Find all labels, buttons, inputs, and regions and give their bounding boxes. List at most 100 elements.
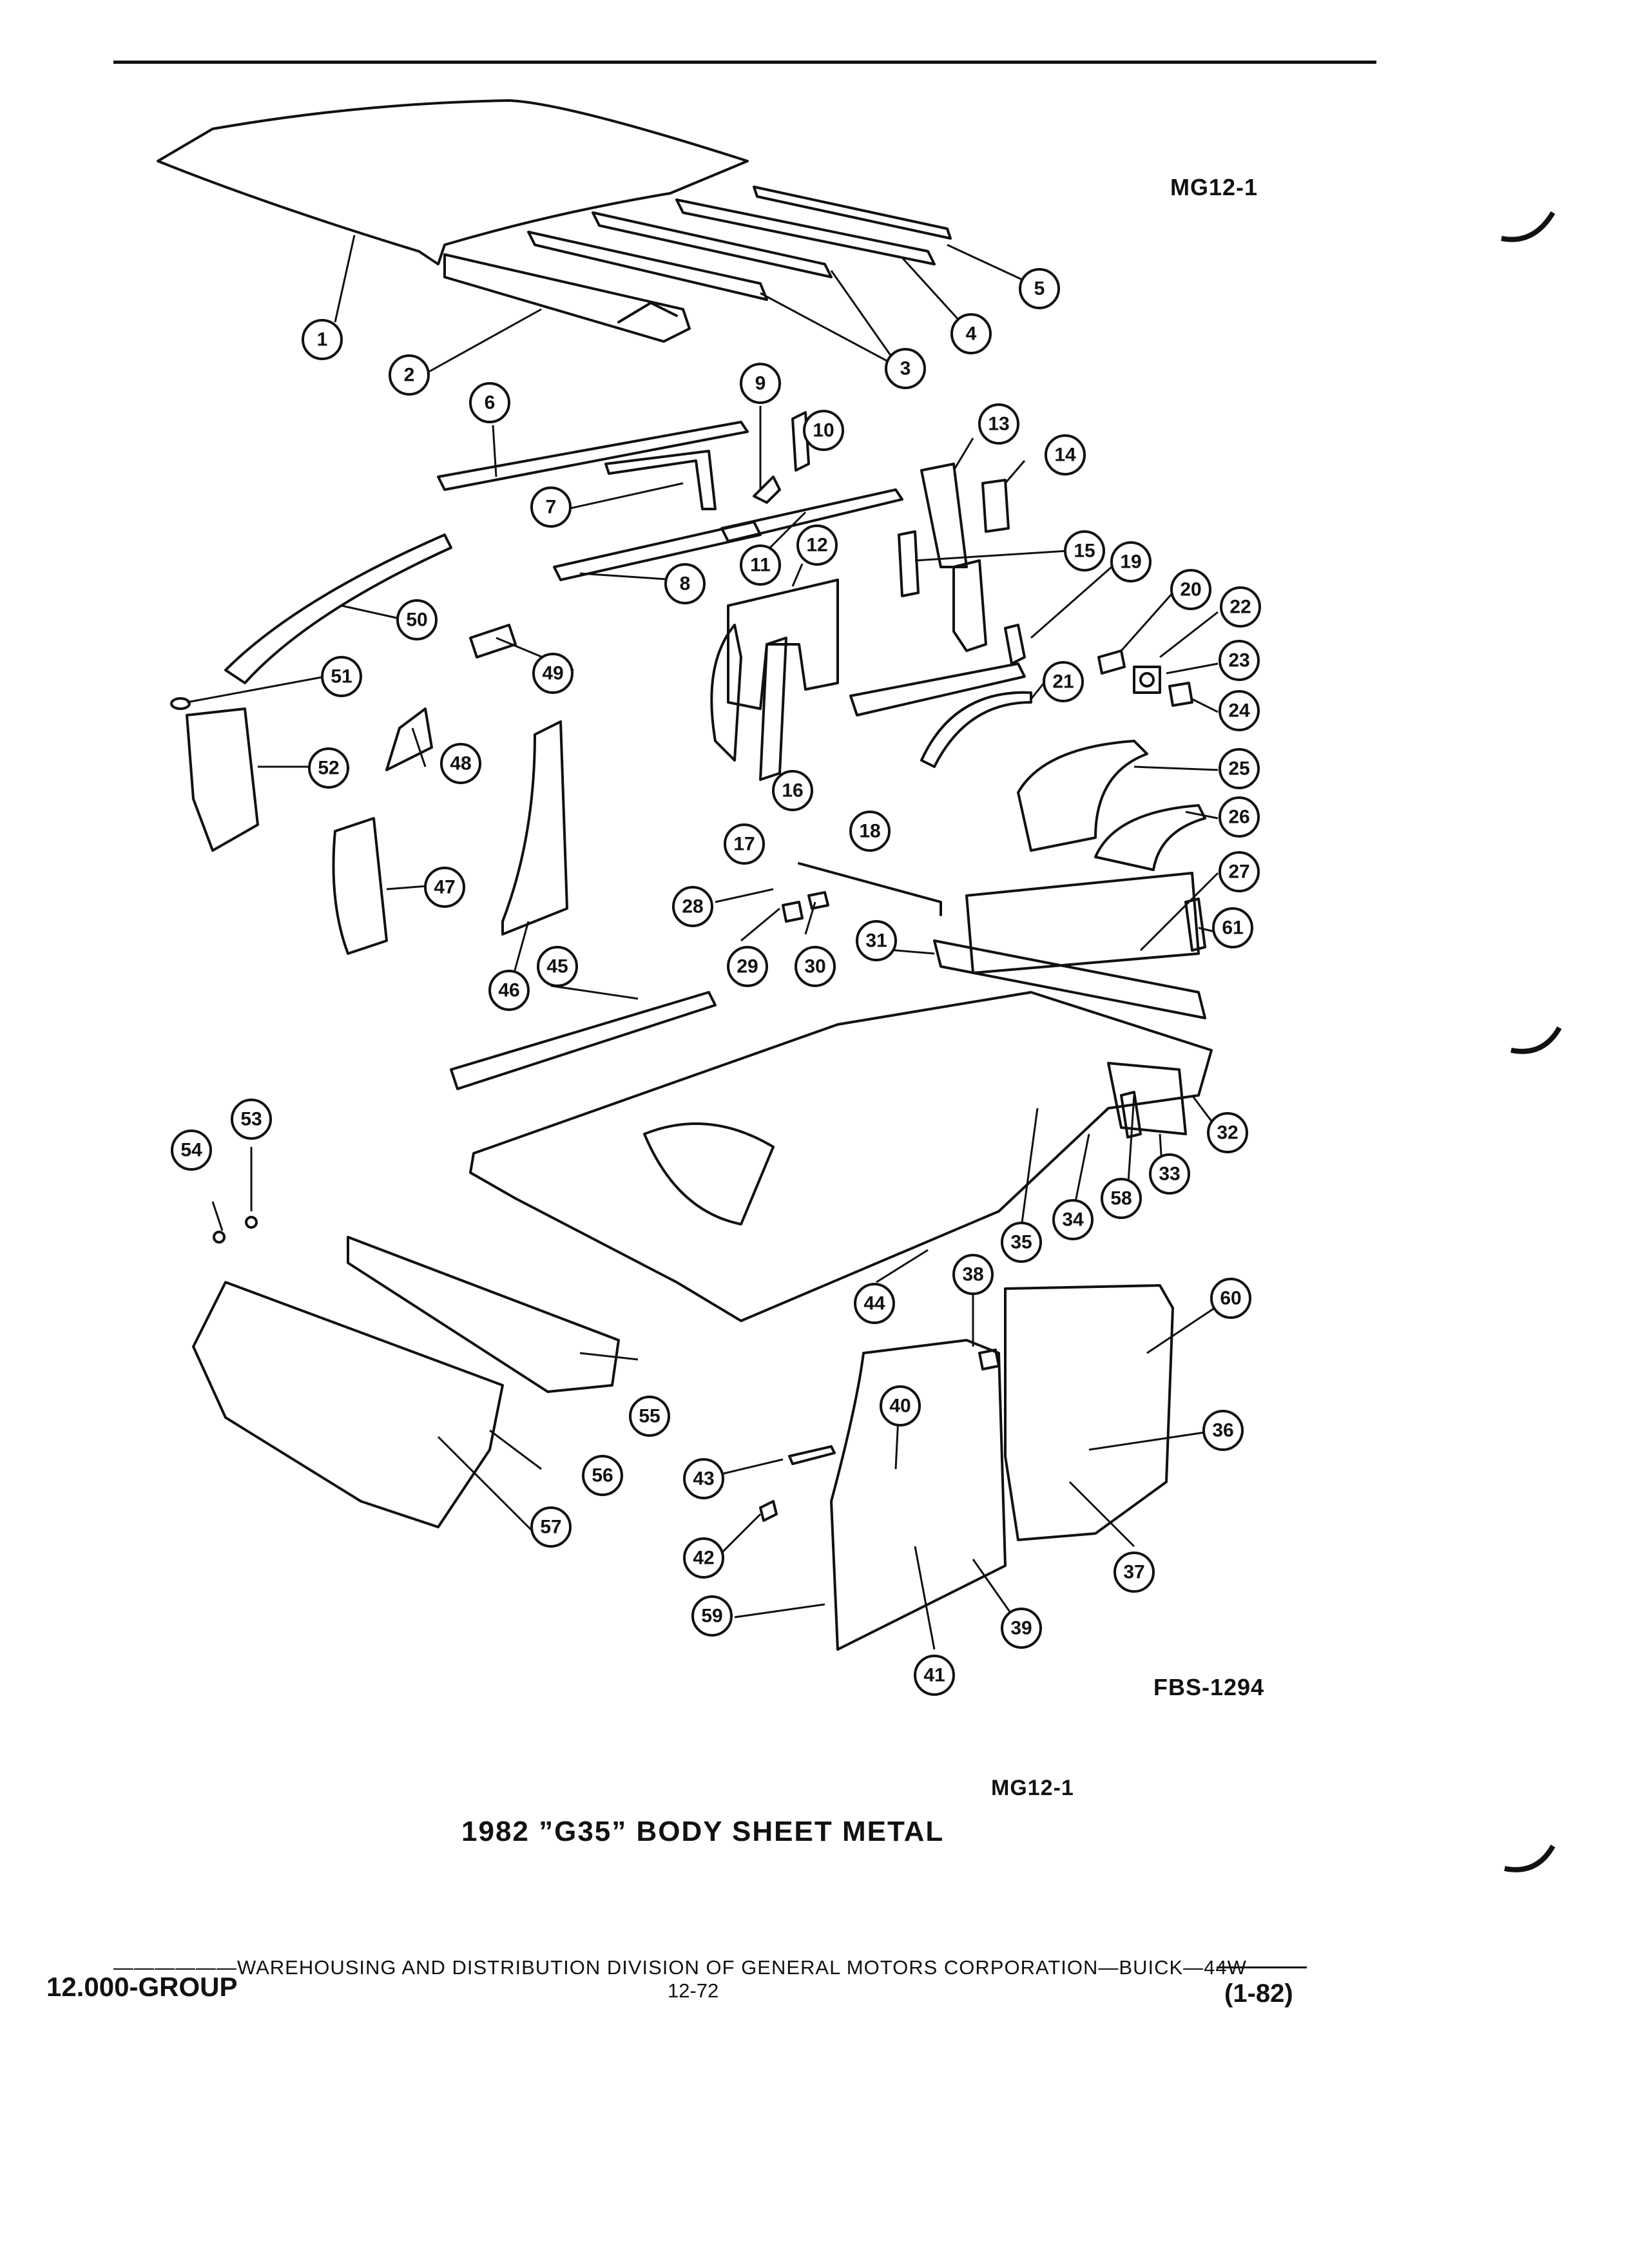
part-37-rear-door bbox=[1004, 1284, 1174, 1541]
part-roof-panel bbox=[157, 99, 749, 265]
callout-48: 48 bbox=[450, 753, 471, 774]
callout-34: 34 bbox=[1062, 1209, 1084, 1231]
part-28 bbox=[798, 862, 942, 916]
page-title: 1982 ”G35” BODY SHEET METAL bbox=[461, 1816, 945, 1847]
callout-31: 31 bbox=[865, 930, 887, 952]
footer-page-number: 12-72 bbox=[668, 1979, 719, 2002]
callout-17: 17 bbox=[733, 834, 755, 855]
callout-2: 2 bbox=[404, 365, 415, 386]
part-53 bbox=[245, 1216, 258, 1229]
part-8 bbox=[553, 521, 762, 581]
callout-5: 5 bbox=[1034, 278, 1045, 300]
part-48 bbox=[385, 707, 433, 771]
callout-40: 40 bbox=[889, 1396, 911, 1417]
footer-date-rule bbox=[1217, 1966, 1307, 1968]
part-55 bbox=[347, 1236, 620, 1393]
part-25 bbox=[1017, 740, 1148, 852]
part-43 bbox=[788, 1445, 836, 1465]
footer-division-text: WAREHOUSING AND DISTRIBUTION DIVISION OF… bbox=[237, 1956, 1247, 1979]
part-31 bbox=[933, 939, 1206, 1019]
callout-32: 32 bbox=[1217, 1122, 1238, 1144]
callout-23: 23 bbox=[1228, 650, 1249, 671]
part-38 bbox=[978, 1349, 1000, 1370]
part-29 bbox=[782, 901, 804, 923]
part-21 bbox=[920, 691, 1032, 768]
part-27 bbox=[965, 872, 1200, 974]
callout-50: 50 bbox=[406, 610, 427, 631]
callout-6: 6 bbox=[485, 392, 496, 414]
part-41-front-door bbox=[830, 1339, 1007, 1651]
callout-26: 26 bbox=[1228, 807, 1249, 828]
callout-8: 8 bbox=[680, 573, 691, 595]
callout-3: 3 bbox=[900, 358, 911, 380]
callout-46: 46 bbox=[498, 980, 519, 1001]
part-52 bbox=[186, 707, 259, 852]
callout-37: 37 bbox=[1123, 1562, 1144, 1583]
diagram-ref-bottom: MG12-1 bbox=[991, 1776, 1074, 1800]
callout-47: 47 bbox=[434, 877, 455, 898]
part-18 bbox=[849, 662, 1026, 716]
part-16 bbox=[710, 624, 742, 762]
part-49 bbox=[469, 624, 517, 658]
callout-29: 29 bbox=[737, 956, 758, 977]
callout-57: 57 bbox=[540, 1517, 561, 1538]
callout-38: 38 bbox=[962, 1264, 983, 1285]
part-side-rail-5 bbox=[753, 186, 952, 240]
binder-mark-3 bbox=[1504, 1844, 1556, 1872]
part-20 bbox=[1097, 649, 1126, 675]
callout-39: 39 bbox=[1010, 1618, 1032, 1639]
callout-28: 28 bbox=[682, 896, 703, 918]
callout-4: 4 bbox=[966, 323, 977, 345]
callout-51: 51 bbox=[331, 666, 352, 687]
callout-60: 60 bbox=[1220, 1288, 1241, 1309]
part-rail-6 bbox=[437, 421, 749, 491]
part-roof-rail-a bbox=[527, 231, 768, 301]
callout-10: 10 bbox=[813, 420, 834, 441]
callout-25: 25 bbox=[1228, 758, 1249, 780]
binder-mark-1 bbox=[1501, 211, 1556, 242]
callout-56: 56 bbox=[592, 1465, 613, 1486]
callout-7: 7 bbox=[546, 497, 557, 518]
part-roof-bow bbox=[443, 253, 691, 343]
part-24 bbox=[1168, 682, 1193, 707]
part-13 bbox=[920, 463, 968, 568]
part-7 bbox=[604, 450, 717, 510]
callout-21: 21 bbox=[1052, 671, 1074, 693]
callout-16: 16 bbox=[782, 780, 803, 802]
part-33 bbox=[1107, 1062, 1187, 1135]
part-floor-pan bbox=[469, 991, 1213, 1322]
part-14 bbox=[981, 479, 1010, 533]
part-26 bbox=[1094, 804, 1206, 871]
callout-15: 15 bbox=[1074, 541, 1095, 562]
callout-14: 14 bbox=[1054, 445, 1076, 466]
callout-12: 12 bbox=[806, 535, 827, 556]
callout-11: 11 bbox=[750, 555, 771, 576]
part-roof-rail-b bbox=[592, 211, 833, 278]
part-floor-tunnel bbox=[643, 1122, 775, 1225]
callout-13: 13 bbox=[988, 414, 1009, 435]
callout-55: 55 bbox=[639, 1406, 660, 1427]
part-58 bbox=[1120, 1091, 1142, 1139]
top-rule bbox=[113, 61, 1376, 64]
part-11 bbox=[720, 488, 903, 543]
callout-41: 41 bbox=[923, 1665, 945, 1686]
part-54 bbox=[213, 1231, 226, 1244]
part-42 bbox=[759, 1500, 778, 1522]
callout-58: 58 bbox=[1110, 1188, 1132, 1209]
callout-54: 54 bbox=[180, 1140, 202, 1161]
callout-22: 22 bbox=[1229, 597, 1251, 618]
figure-id: FBS-1294 bbox=[1153, 1674, 1265, 1700]
part-23-hole bbox=[1139, 672, 1155, 687]
part-45-rocker bbox=[450, 991, 717, 1090]
part-23 bbox=[1133, 666, 1161, 694]
callout-20: 20 bbox=[1180, 579, 1201, 601]
part-51 bbox=[170, 697, 191, 710]
part-side-rail-4 bbox=[675, 198, 936, 265]
callout-9: 9 bbox=[755, 373, 766, 394]
part-56 bbox=[192, 1281, 504, 1528]
footer-date: (1-82) bbox=[1224, 1979, 1293, 2008]
callout-36: 36 bbox=[1212, 1420, 1233, 1441]
part-46 bbox=[501, 720, 568, 936]
callout-19: 19 bbox=[1120, 552, 1141, 573]
